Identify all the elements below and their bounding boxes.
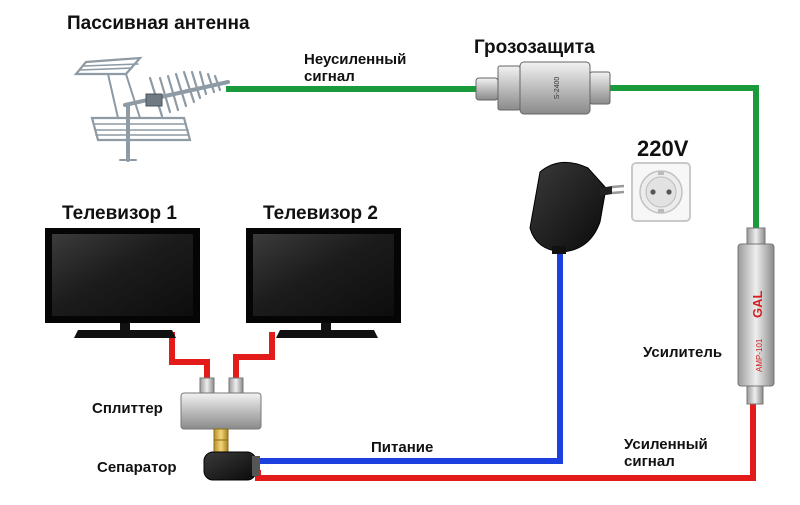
amplifier-label: Усилитель bbox=[643, 344, 723, 361]
tv-1-label: Телевизор 1 bbox=[62, 203, 178, 224]
splitter bbox=[180, 377, 262, 444]
tv-1 bbox=[45, 228, 200, 338]
unamplified-signal-label: Неусиленный сигнал bbox=[304, 51, 407, 85]
power-adapter bbox=[529, 161, 625, 254]
splitter-label: Сплиттер bbox=[92, 400, 163, 417]
tv-2 bbox=[246, 228, 401, 338]
surge-protector-model: S-2400 bbox=[554, 77, 561, 100]
wall-socket bbox=[631, 162, 691, 222]
amplifier: GAL AMP-101 bbox=[737, 227, 775, 405]
power-cable bbox=[258, 250, 563, 464]
unamplified-cable bbox=[226, 85, 759, 232]
surge-protector: S-2400 bbox=[475, 61, 611, 115]
amplifier-brand: GAL bbox=[750, 291, 765, 319]
tv-cables bbox=[169, 332, 275, 380]
separator bbox=[203, 439, 260, 481]
separator-label: Сепаратор bbox=[97, 459, 177, 476]
surge-protection-label: Грозозащита bbox=[474, 37, 595, 58]
voltage-label: 220V bbox=[637, 136, 689, 161]
amplifier-model: AMP-101 bbox=[755, 338, 764, 372]
power-label: Питание bbox=[371, 439, 434, 456]
amplified-signal-label: Усиленный сигнал bbox=[624, 436, 708, 470]
tv-2-label: Телевизор 2 bbox=[263, 203, 379, 224]
passive-antenna bbox=[73, 56, 230, 162]
antenna-label: Пассивная антенна bbox=[67, 13, 250, 34]
